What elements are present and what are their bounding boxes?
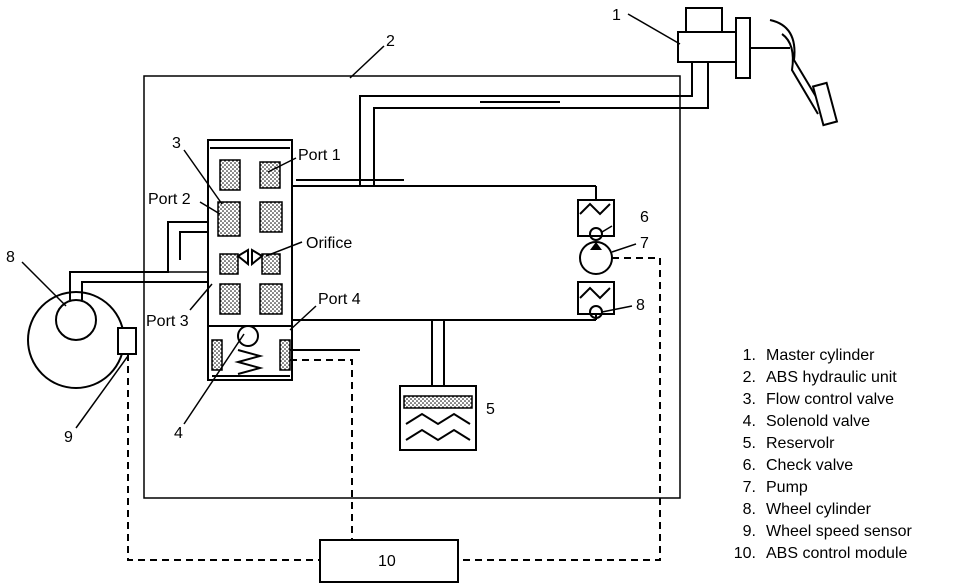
legend-label-8: Wheel cylinder	[766, 501, 872, 518]
legend-num-4: 4.	[743, 413, 756, 430]
port-3-label: Port 3	[146, 313, 189, 330]
legend-label-7: Pump	[766, 479, 808, 496]
master-cylinder	[677, 7, 839, 127]
pump	[579, 241, 613, 275]
callout-6: 6	[640, 209, 649, 226]
legend-num-9: 9.	[743, 523, 756, 540]
legend-num-10: 10.	[734, 545, 756, 562]
legend-num-7: 7.	[743, 479, 756, 496]
callout-9: 9	[64, 429, 73, 446]
legend-label-4: Solenold valve	[766, 413, 870, 430]
callout-8-left: 8	[6, 249, 15, 266]
wire-solenoid	[290, 359, 353, 540]
wire-pump	[458, 257, 661, 561]
callout-3: 3	[172, 135, 181, 152]
callout-1: 1	[612, 7, 621, 24]
brake-line-inner	[373, 62, 709, 186]
check-valve-lower	[577, 281, 615, 319]
brake-line-outer	[359, 62, 693, 186]
port-1-label: Port 1	[298, 147, 341, 164]
reservoir	[399, 385, 477, 451]
port-2-label: Port 2	[148, 191, 191, 208]
legend-label-9: Wheel speed sensor	[766, 523, 913, 540]
legend: 1. Master cylinder 2. ABS hydraulic unit…	[734, 347, 913, 562]
solenoid-valve	[211, 325, 291, 377]
abs-control-module-box	[319, 539, 459, 583]
callout-4: 4	[174, 425, 183, 442]
callout-2: 2	[386, 33, 395, 50]
legend-label-3: Flow control valve	[766, 391, 894, 408]
legend-label-1: Master cylinder	[766, 347, 875, 364]
wheel-brake-line	[69, 221, 208, 300]
callout-7: 7	[640, 235, 649, 252]
callout-8-right: 8	[636, 297, 645, 314]
legend-num-2: 2.	[743, 369, 756, 386]
legend-label-6: Check valve	[766, 457, 853, 474]
callout-10: 10	[378, 553, 396, 570]
legend-label-2: ABS hydraulic unit	[766, 369, 897, 386]
legend-num-5: 5.	[743, 435, 756, 452]
legend-num-3: 3.	[743, 391, 756, 408]
legend-num-1: 1.	[743, 347, 756, 364]
wire-speed-sensor	[127, 354, 320, 561]
check-valve-upper	[577, 199, 615, 241]
legend-num-8: 8.	[743, 501, 756, 518]
legend-num-6: 6.	[743, 457, 756, 474]
orifice-label: Orifice	[306, 235, 352, 252]
legend-label-5: Reservolr	[766, 435, 835, 452]
wheel-cylinder	[27, 291, 137, 389]
hydraulic-unit-outline	[143, 75, 681, 499]
callout-5: 5	[486, 401, 495, 418]
port-4-label: Port 4	[318, 291, 361, 308]
leader-lines	[21, 13, 681, 429]
legend-label-10: ABS control module	[766, 545, 908, 562]
